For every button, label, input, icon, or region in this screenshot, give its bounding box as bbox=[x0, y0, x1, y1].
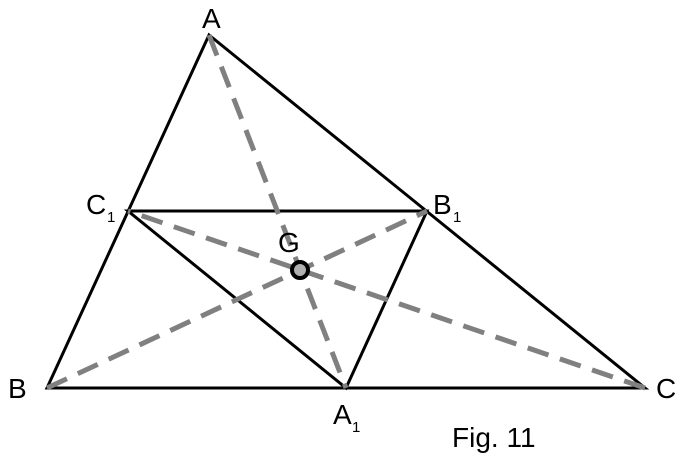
median-b-b1 bbox=[45, 208, 429, 391]
centroid-point bbox=[290, 260, 310, 280]
label-a1-subscript: 1 bbox=[352, 419, 360, 436]
label-g: G bbox=[278, 227, 300, 258]
median-c-c1 bbox=[127, 208, 646, 391]
label-c: C bbox=[656, 373, 676, 404]
figure-caption: Fig. 11 bbox=[452, 422, 536, 453]
label-b1: B bbox=[433, 189, 452, 220]
median-a-a1 bbox=[206, 34, 349, 389]
label-a1: A bbox=[333, 399, 352, 430]
label-c1-subscript: 1 bbox=[107, 209, 115, 226]
label-c1: C bbox=[86, 189, 106, 220]
label-a: A bbox=[202, 3, 221, 34]
label-b: B bbox=[8, 373, 27, 404]
label-b1-subscript: 1 bbox=[453, 209, 461, 226]
